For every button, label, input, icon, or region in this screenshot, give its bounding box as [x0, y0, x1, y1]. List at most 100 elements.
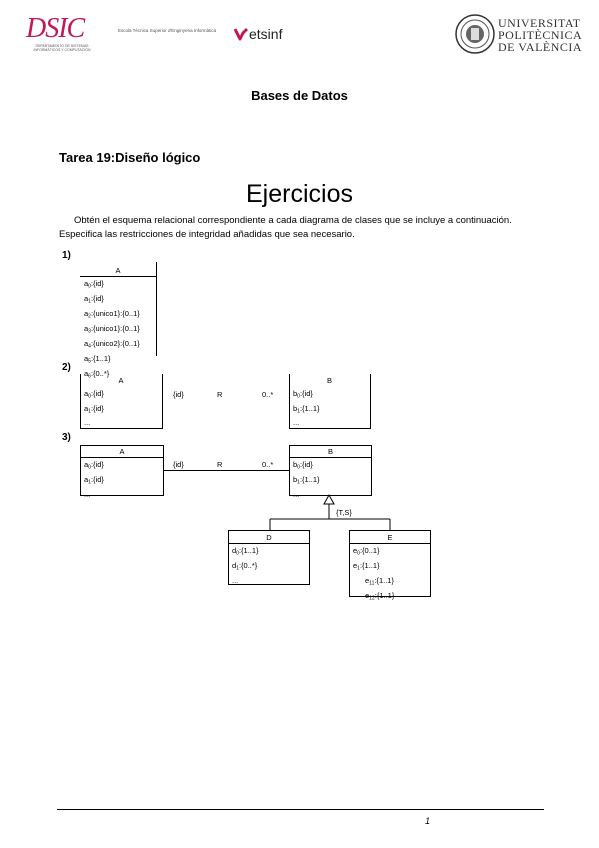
- attr-sub: 1: [88, 298, 91, 305]
- attr-sub: 4: [88, 343, 91, 350]
- ex3-assoc-name: R: [217, 460, 223, 469]
- attr-base: ...: [84, 418, 91, 427]
- ex3-e-attr-3: e12:{1..1}: [353, 590, 394, 605]
- attr-rest: :{id}: [90, 294, 104, 303]
- attr-base: a: [84, 294, 89, 303]
- attr-base: a: [84, 309, 89, 318]
- attr-base: e: [365, 576, 370, 585]
- ex3-b-attr-0: b0:{id}: [293, 459, 320, 474]
- attr-rest: :{0..1}: [359, 546, 380, 555]
- attr-rest: :{id}: [299, 460, 313, 469]
- ex2-class-a-name: A: [118, 376, 124, 385]
- ex3-class-a-attributes: a0:{id} a1:{id} ...: [84, 459, 104, 501]
- attr-sub: 2: [88, 313, 91, 320]
- attr-rest: :{id}: [90, 460, 104, 469]
- attr-rest: :{id}: [299, 389, 313, 398]
- main-title: Ejercicios: [246, 180, 353, 208]
- ex3-class-b-divider: [289, 457, 372, 458]
- ex2-assoc-name: R: [217, 390, 223, 399]
- attr-rest: :{1..1}: [299, 475, 320, 484]
- attr-base: ...: [293, 418, 300, 427]
- etsinf-logo-icon: [234, 27, 248, 41]
- ex3-class-d-attributes: d0:{1..1} d1:{0..*} ...: [232, 545, 259, 587]
- ex3-a-attr-1: a1:{id}: [84, 474, 104, 489]
- ex1-class-a-right-border: [156, 262, 157, 356]
- ex3-e-attr-1: e1:{1..1}: [353, 560, 394, 575]
- attr-rest: :{1..1}: [299, 403, 320, 413]
- ex3-class-d-divider: [228, 543, 310, 544]
- course-title: Bases de Datos: [251, 88, 348, 103]
- upv-name-line2: POLITÈCNICA: [498, 28, 583, 42]
- exercise-3-number: 3): [62, 432, 71, 443]
- attr-base: e: [365, 591, 370, 600]
- ex1-attr-4: a4:{unico2}:{0..1}: [84, 338, 140, 353]
- attr-base: b: [293, 460, 298, 469]
- ex2-class-a-bottom-border: [80, 428, 163, 429]
- attr-sub: 6: [88, 373, 91, 380]
- attr-base: a: [84, 460, 89, 469]
- attr-rest: :{id}: [90, 475, 104, 484]
- attr-rest: :{1..1}: [90, 354, 111, 363]
- attr-base: e: [353, 561, 358, 570]
- attr-base: d: [232, 546, 237, 555]
- ex1-class-a-top-line: [80, 276, 156, 277]
- ex3-class-e-box: [349, 530, 431, 597]
- footer-rule: [57, 809, 544, 810]
- attr-rest: :{id}: [90, 403, 104, 413]
- attr-base: b: [293, 475, 298, 484]
- ex3-a-attr-2: ...: [84, 489, 104, 501]
- ex2-class-a-right-border: [162, 374, 163, 428]
- attr-base: a: [84, 369, 89, 378]
- task-title: Tarea 19:Diseño lógico: [59, 150, 201, 165]
- ex1-attr-0: a0:{id}: [84, 278, 140, 293]
- ex2-b-attr-1: b1:{1..1}: [293, 403, 320, 418]
- upv-name: UNIVERSITAT POLITÈCNICA DE VALÈNCIA: [498, 17, 582, 53]
- ex2-class-b-right-border: [370, 374, 371, 428]
- ex3-class-b-name: B: [327, 447, 333, 456]
- attr-base: a: [84, 389, 89, 398]
- attr-base: a: [84, 324, 89, 333]
- attr-base: b: [293, 403, 298, 413]
- ex2-a-attr-0: a0:{id}: [84, 388, 104, 403]
- attr-sub: 5: [88, 358, 91, 365]
- attr-rest: :{0..*}: [90, 369, 110, 378]
- ex1-class-a-name: A: [115, 266, 121, 275]
- attr-sub: 12: [369, 595, 375, 602]
- attr-rest: :{1..1}: [238, 546, 259, 555]
- ex3-d-attr-2: ...: [232, 575, 259, 587]
- attr-base: d: [232, 561, 237, 570]
- attr-sub: 0: [88, 464, 91, 471]
- generalization-arrow-icon: [323, 493, 335, 505]
- ex3-class-b-box: [289, 445, 372, 496]
- attr-sub: 0: [297, 464, 300, 471]
- ex3-class-d-box: [228, 530, 310, 585]
- attr-rest: :{1..1}: [359, 561, 380, 570]
- upv-seal-icon: [455, 14, 495, 54]
- attr-sub: 11: [369, 580, 375, 587]
- ex3-class-e-attributes: e0:{0..1} e1:{1..1} e11:{1..1} e12:{1..1…: [353, 545, 394, 605]
- upv-name-line1: UNIVERSITAT: [498, 16, 581, 30]
- ex3-class-d-name: D: [266, 533, 272, 542]
- attr-sub: 0: [297, 393, 300, 400]
- ex1-attr-2: a2:{unico1}:{0..1}: [84, 308, 140, 323]
- ex3-generalization-lines: [269, 493, 391, 530]
- dsic-logo: DSIC DEPARTAMENTO DE SISTEMAS INFORMÁTIC…: [22, 14, 100, 58]
- ex1-attr-3: a3:{unico1}:{0..1}: [84, 323, 140, 338]
- attr-sub: 0: [236, 550, 239, 557]
- upv-name-line3: DE VALÈNCIA: [498, 40, 583, 54]
- instructions: Obtén el esquema relacional correspondie…: [59, 215, 512, 240]
- ex2-assoc-left-multiplicity: {id}: [173, 390, 184, 399]
- ex3-association-line: [164, 470, 290, 471]
- attr-rest: :{unico1}:{0..1}: [90, 309, 140, 318]
- ex3-a-attr-0: a0:{id}: [84, 459, 104, 474]
- ex3-d-attr-1: d1:{0..*}: [232, 560, 259, 575]
- dsic-logo-text: DSIC: [26, 13, 85, 44]
- ex3-e-attr-0: e0:{0..1}: [353, 545, 394, 560]
- ex2-class-b-name: B: [326, 376, 332, 385]
- attr-base: ...: [232, 576, 239, 585]
- attr-rest: :{unico1}:{0..1}: [90, 324, 140, 333]
- attr-sub: 1: [297, 479, 300, 486]
- ex3-b-attr-2: ...: [293, 489, 320, 501]
- ex3-class-e-divider: [349, 543, 431, 544]
- attr-rest: :{0..*}: [238, 561, 258, 570]
